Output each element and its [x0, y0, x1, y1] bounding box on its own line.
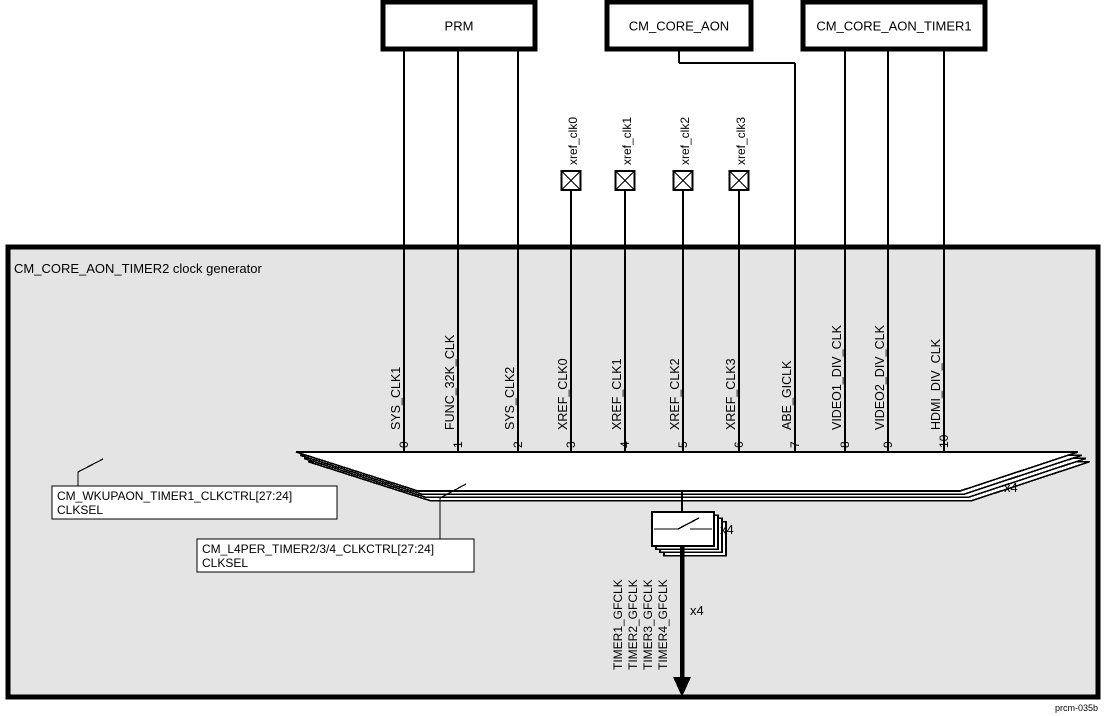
- output-label-3: TIMER4_GFCLK: [656, 579, 670, 670]
- callout-line1-clkctrl-timer1: CM_WKUPAON_TIMER1_CLKCTRL[27:24]: [57, 489, 292, 503]
- pad-x2-xref_clk2: [673, 170, 693, 191]
- mux-index-3: 3: [564, 441, 578, 448]
- mux-index-5: 5: [676, 441, 690, 448]
- pad-label-xref_clk0: xref_clk0: [566, 117, 580, 165]
- mux-index-9: 9: [881, 441, 895, 448]
- signal-label-xref_clk0: XREF_CLK0: [556, 358, 570, 430]
- top-block-label-prm: PRM: [445, 19, 474, 34]
- mux-index-6: 6: [732, 441, 746, 448]
- pad-x2-xref_clk1: [615, 170, 635, 191]
- pad-label-xref_clk1: xref_clk1: [620, 117, 634, 165]
- pad-x2-xref_clk0: [561, 170, 581, 191]
- output-label-2: TIMER3_GFCLK: [641, 579, 655, 670]
- pad-label-xref_clk3: xref_clk3: [734, 117, 748, 165]
- mux-index-4: 4: [618, 441, 632, 448]
- pad-x2-xref_clk3: [729, 170, 749, 191]
- signal-label-video2_div_clk: VIDEO2_DIV_CLK: [873, 324, 887, 430]
- signal-label-sys_clk1: SYS_CLK1: [389, 367, 403, 430]
- callout-pointer-clkctrl-timer234: [439, 483, 467, 539]
- mux-index-8: 8: [838, 441, 852, 448]
- output-multiplicity-label: x4: [690, 603, 704, 618]
- output-label-1: TIMER2_GFCLK: [626, 579, 640, 670]
- top-block-prm[interactable]: [380, 0, 538, 52]
- gate-switch-arm: [677, 517, 700, 530]
- callout-box-clkctrl-timer234[interactable]: [196, 538, 475, 573]
- mux-shape[interactable]: [295, 451, 1079, 492]
- callout-line1-clkctrl-timer234: CM_L4PER_TIMER2/3/4_CLKCTRL[27:24]: [202, 542, 434, 556]
- top-block-cm_core_aon_timer1[interactable]: [800, 0, 988, 52]
- mux-index-2: 2: [511, 441, 525, 448]
- gate-multiplicity-label: x4: [720, 522, 734, 537]
- mux-index-0: 0: [397, 441, 411, 448]
- output-bus-arrowhead: [673, 677, 691, 697]
- signal-label-hdmi_div_clk: HDMI_DIV_CLK: [929, 338, 943, 430]
- signal-label-xref_clk1: XREF_CLK1: [610, 358, 624, 430]
- mux-multiplicity-label: x4: [1004, 480, 1018, 495]
- callout-line2-clkctrl-timer1: CLKSEL: [57, 503, 103, 517]
- signal-label-xref_clk2: XREF_CLK2: [668, 358, 682, 430]
- watermark: prcm-035b: [1055, 703, 1098, 713]
- mux-index-7: 7: [788, 441, 802, 448]
- callout-box-clkctrl-timer1[interactable]: [51, 485, 338, 520]
- pad-label-xref_clk2: xref_clk2: [678, 117, 692, 165]
- mux-index-1: 1: [451, 441, 465, 448]
- callout-pointer-clkctrl-timer1: [77, 458, 104, 486]
- mux-index-10: 10: [937, 434, 951, 448]
- top-block-label-cm_core_aon_timer1: CM_CORE_AON_TIMER1: [816, 19, 971, 34]
- top-block-label-cm_core_aon: CM_CORE_AON: [629, 19, 729, 34]
- block-title: CM_CORE_AON_TIMER2 clock generator: [14, 261, 262, 276]
- signal-label-xref_clk3: XREF_CLK3: [724, 358, 738, 430]
- signal-label-video1_div_clk: VIDEO1_DIV_CLK: [830, 324, 844, 430]
- output-label-0: TIMER1_GFCLK: [611, 579, 625, 670]
- signal-label-func_32k_clk: FUNC_32K_CLK: [443, 334, 457, 430]
- signal-label-abe_giclk: ABE_GICLK: [780, 360, 794, 430]
- signal-label-sys_clk2: SYS_CLK2: [503, 367, 517, 430]
- callout-line2-clkctrl-timer234: CLKSEL: [202, 556, 248, 570]
